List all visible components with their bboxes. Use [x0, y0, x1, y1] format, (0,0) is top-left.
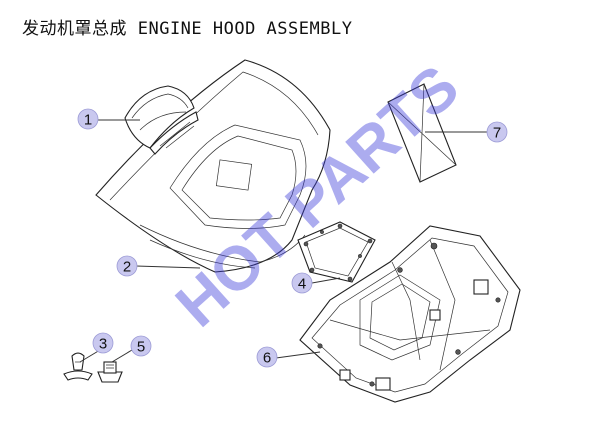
- callout-number: 5: [137, 339, 145, 356]
- callout-2: 2: [116, 255, 138, 277]
- diagram-title: 发动机罩总成 ENGINE HOOD ASSEMBLY: [22, 19, 353, 39]
- callout-number: 3: [99, 336, 107, 353]
- inner-hood-panel: [299, 225, 521, 403]
- push-clip: [63, 352, 93, 381]
- callout-4: 4: [291, 272, 313, 294]
- callout-6: 6: [256, 346, 278, 368]
- engine-hood: [95, 59, 331, 273]
- sticker-label: [387, 83, 457, 183]
- callout-5: 5: [130, 335, 152, 357]
- callout-7: 7: [486, 121, 508, 143]
- callout-number: 2: [123, 259, 131, 276]
- square-clip: [97, 361, 123, 383]
- callout-1: 1: [77, 108, 99, 130]
- leader-line-4: [311, 277, 341, 284]
- callout-number: 1: [84, 112, 92, 129]
- callout-number: 4: [298, 276, 306, 293]
- callout-number: 7: [493, 125, 501, 142]
- leader-line-5: [111, 349, 133, 363]
- air-scoop: [124, 85, 199, 155]
- leader-line-2: [135, 265, 201, 269]
- callout-3: 3: [92, 332, 114, 354]
- hood-frame: [297, 221, 376, 283]
- callout-number: 6: [263, 350, 271, 367]
- leader-line-3: [79, 349, 101, 363]
- leader-line-6: [275, 351, 321, 359]
